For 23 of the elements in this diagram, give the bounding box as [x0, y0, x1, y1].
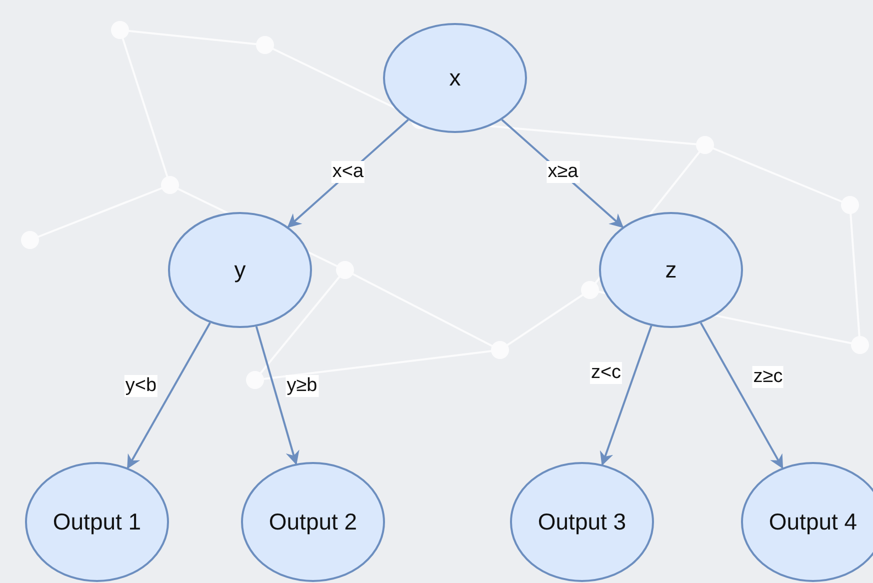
edge-label: z<c	[590, 362, 622, 384]
edge-label: z≥c	[752, 366, 784, 388]
arrow	[700, 322, 784, 469]
ellipse-node	[241, 462, 385, 582]
ellipse-node	[599, 212, 743, 328]
node-label: y	[233, 256, 247, 284]
node-label: z	[664, 256, 678, 284]
ellipse-node	[510, 462, 654, 582]
ellipse-node	[168, 212, 312, 328]
edge-label: x<a	[331, 161, 365, 183]
node-label: Output 3	[536, 508, 628, 536]
node-label: Output 4	[768, 508, 858, 536]
edge-label: x≥a	[546, 161, 580, 183]
arrow	[126, 322, 211, 469]
edge-label: y<b	[124, 375, 158, 397]
arrow	[255, 326, 300, 466]
ellipse-node	[25, 462, 169, 582]
edge-label: y≥b	[286, 375, 318, 397]
node-label: Output 2	[268, 508, 358, 536]
node-label: Output 1	[52, 508, 142, 536]
ellipse-node	[383, 23, 527, 133]
arrow	[600, 325, 652, 466]
node-label: x	[448, 64, 462, 92]
